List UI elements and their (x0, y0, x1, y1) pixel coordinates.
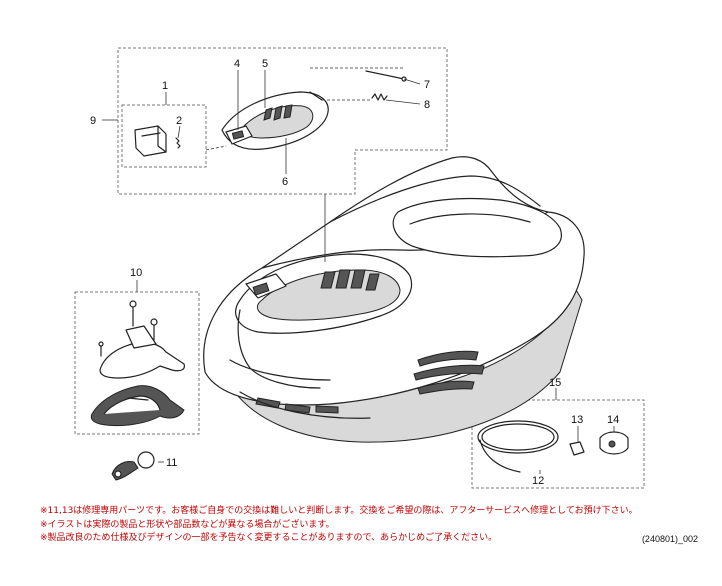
part-12-cord-coil (477, 420, 559, 473)
part-7-rod (365, 70, 407, 82)
callout-7: 7 (424, 79, 430, 91)
part-4-5-6-hood-assembly (221, 91, 329, 151)
callout-6: 6 (282, 176, 288, 188)
group-box-1 (121, 104, 207, 168)
callout-15: 15 (549, 377, 561, 389)
callout-2: 2 (176, 115, 182, 127)
note-line-3: ※製品改良のため仕様及びデザインの一部を予告なく変更することがありますので、あら… (40, 533, 498, 543)
callout-5: 5 (262, 58, 268, 70)
callout-9: 9 (90, 115, 96, 127)
callout-8: 8 (424, 99, 430, 111)
callout-10: 10 (130, 267, 142, 279)
document-code: (240801)_002 (641, 534, 698, 544)
part-8-spring (371, 93, 388, 101)
main-body-illustration (203, 156, 585, 443)
note-line-1: ※11,13は修理専用パーツです。お客様ご自身での交換は難しいと判断します。交換… (40, 506, 638, 516)
group-box-15 (471, 399, 645, 489)
callout-4: 4 (234, 58, 240, 70)
part-2-pin (175, 137, 181, 149)
callout-13: 13 (571, 414, 583, 426)
part-1-clip (134, 125, 167, 157)
callout-11: 11 (166, 457, 177, 469)
callout-12: 12 (532, 475, 544, 487)
part-10-plate-assembly (90, 300, 185, 427)
part-11-key-ring (111, 451, 155, 481)
callout-1: 1 (162, 80, 168, 92)
group-box-9 (117, 47, 448, 195)
callout-14: 14 (607, 414, 619, 426)
notes-block: ※11,13は修理専用パーツです。お客様ご自身での交換は難しいと判断します。交換… (40, 505, 690, 546)
part-14-bracket (599, 431, 629, 455)
part-13-fitting (569, 441, 585, 456)
note-line-2: ※イラストは実際の製品と形状や部品数などが異なる場合がございます。 (40, 519, 335, 530)
